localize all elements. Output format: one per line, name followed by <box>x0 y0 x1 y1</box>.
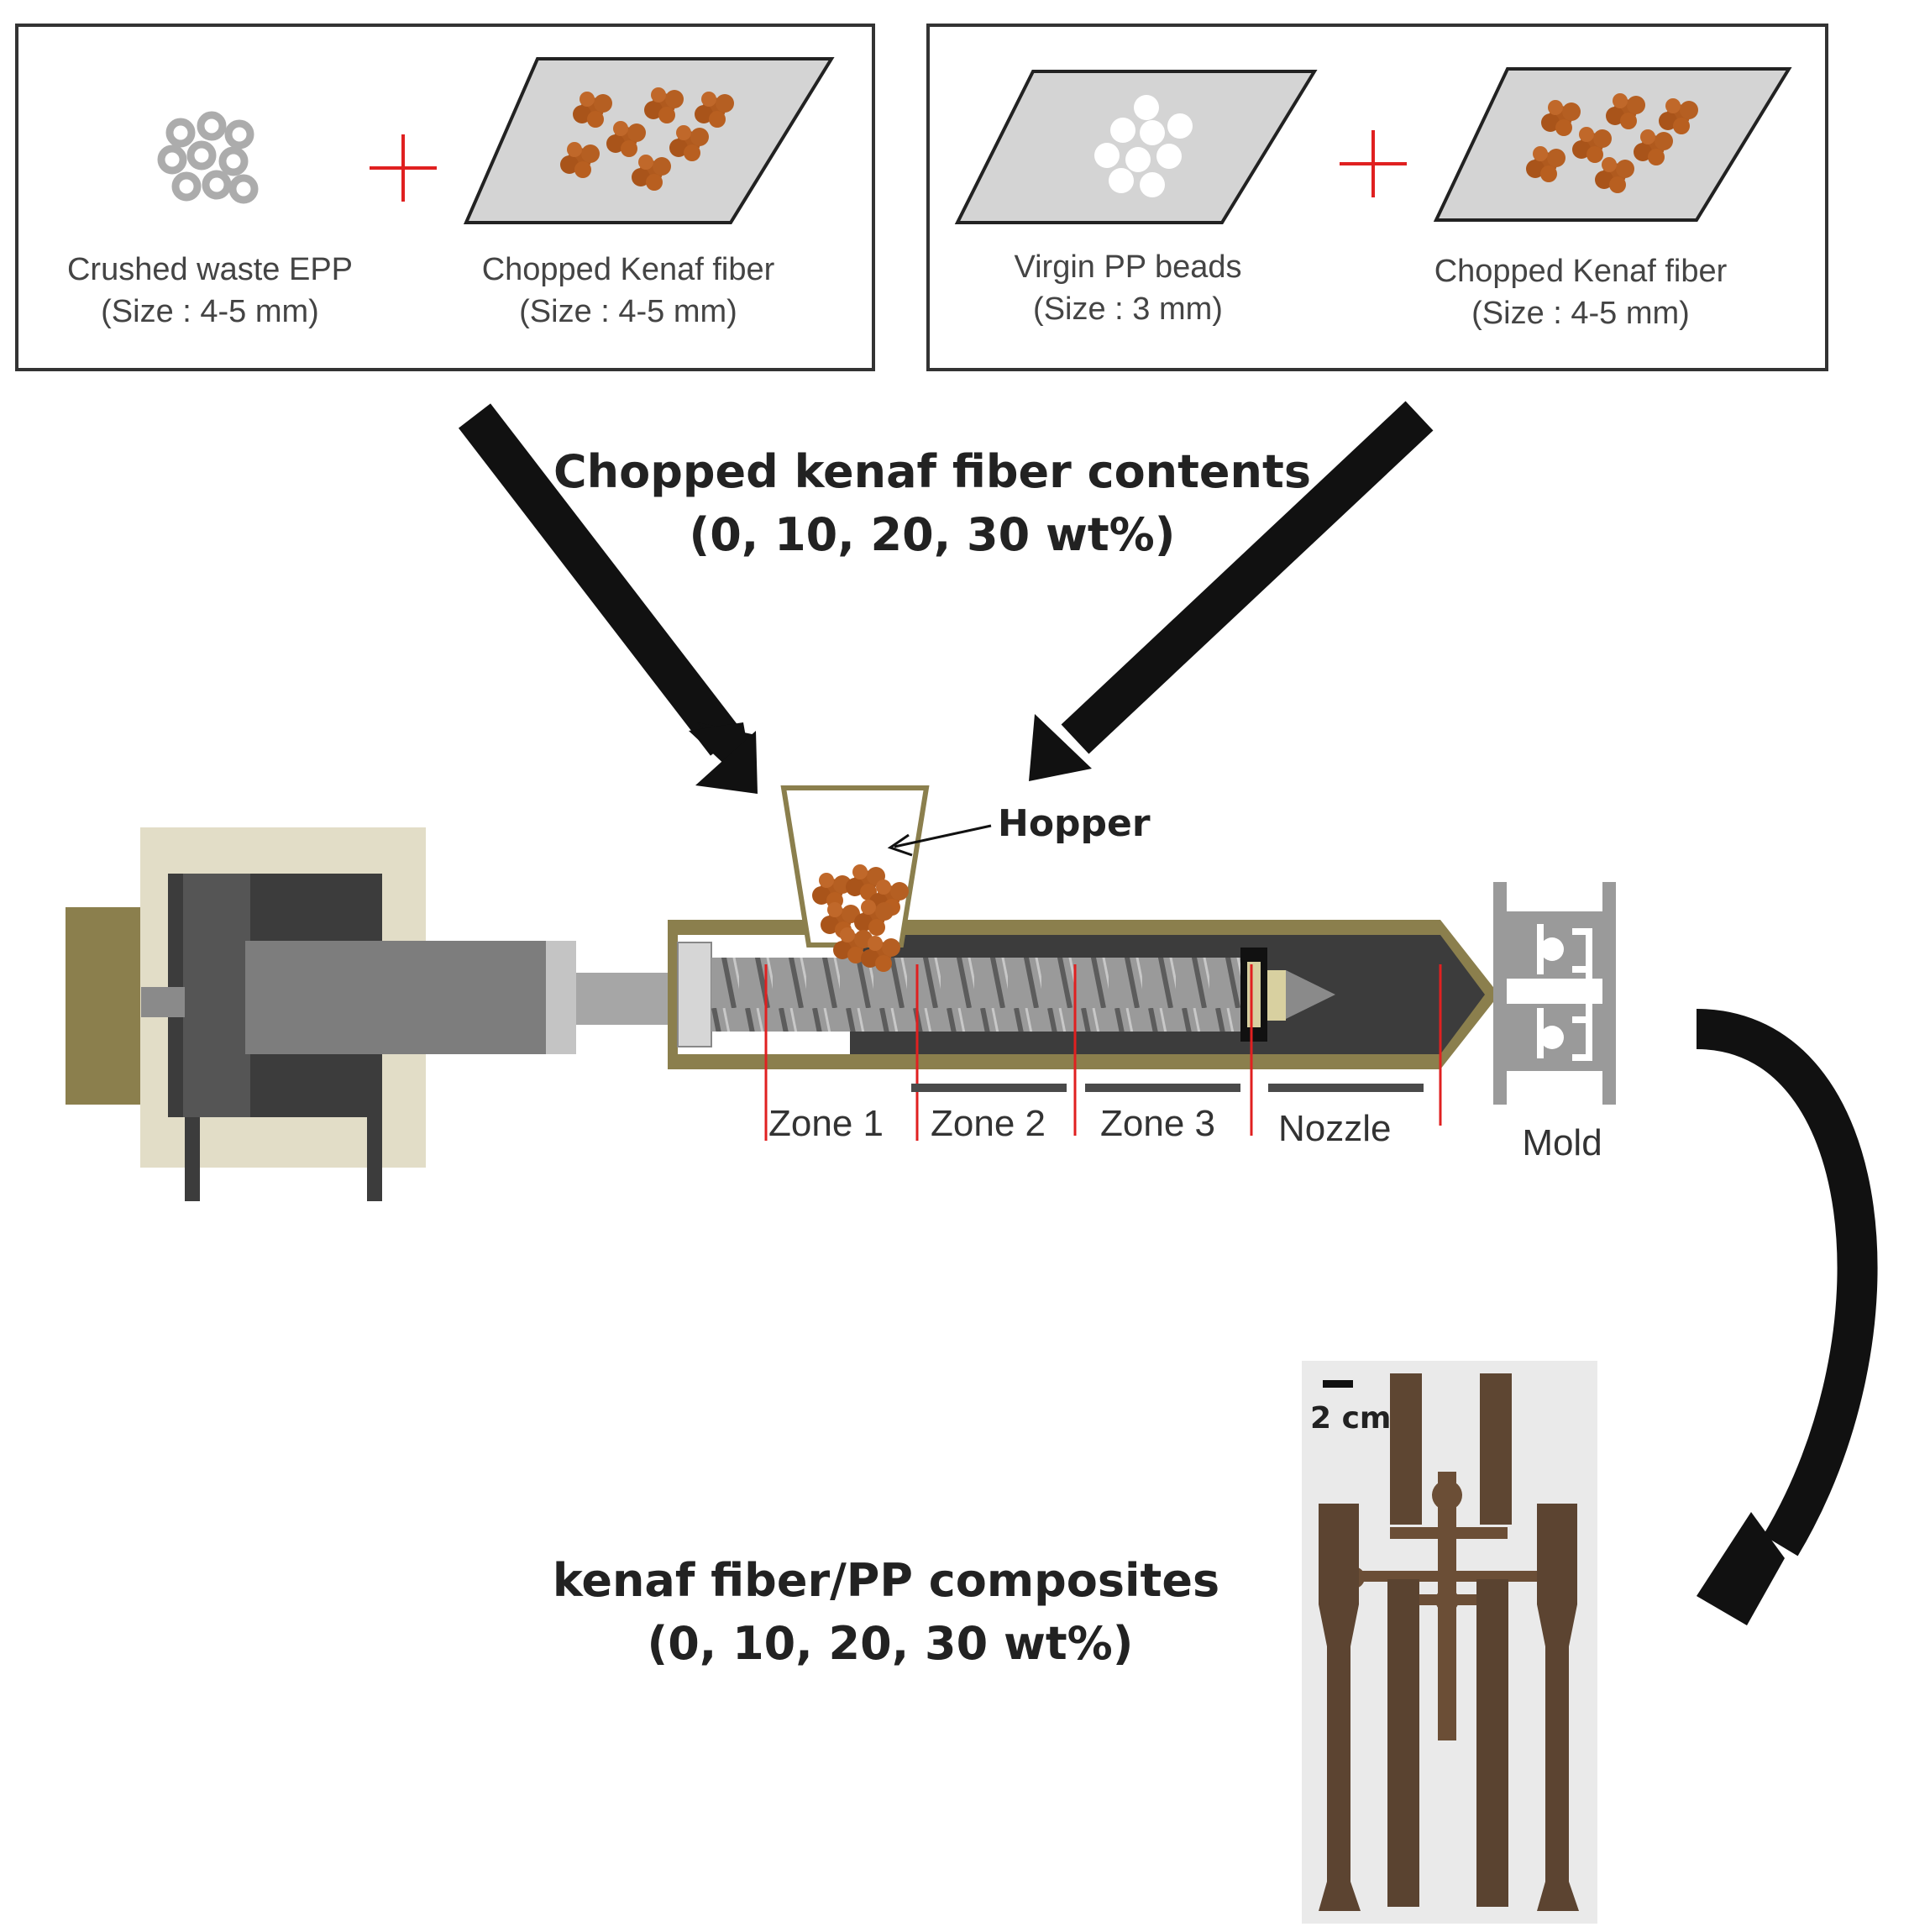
barrel-top-wall <box>668 920 1440 935</box>
fiber-contents-title: Chopped kenaf fiber contents <box>553 445 1311 498</box>
fiber-contents-values: (0, 10, 20, 30 wt%) <box>690 508 1176 561</box>
material-size: (Size : 4-5 mm) <box>519 294 737 329</box>
pp-beads-tray <box>954 70 1318 224</box>
material-size: (Size : 4-5 mm) <box>101 294 319 329</box>
zone-bar <box>911 1084 1067 1092</box>
scale-bar <box>1323 1380 1353 1388</box>
material-label: Virgin PP beads <box>1014 249 1241 285</box>
product-title: kenaf fiber/PP composites <box>553 1554 1219 1607</box>
hopper-label: Hopper <box>998 802 1151 845</box>
scale-bar-label: 2 cm <box>1310 1401 1391 1436</box>
left-input-panel: Crushed waste EPP (Size : 4-5 mm) Choppe… <box>15 24 875 371</box>
zone-bar <box>1085 1084 1240 1092</box>
zone-label: Zone 1 <box>768 1103 884 1144</box>
right-feed-arrow <box>1029 401 1434 781</box>
zone-label: Nozzle <box>1278 1108 1392 1149</box>
zone-bar <box>1268 1084 1424 1092</box>
right-input-panel: Virgin PP beads (Size : 3 mm) Chopped Ke… <box>926 24 1828 371</box>
kenaf-fiber-tray <box>463 57 835 224</box>
mold <box>1493 882 1616 1105</box>
screw <box>711 958 1240 1032</box>
zone-label: Zone 3 <box>1100 1103 1215 1144</box>
hopper-pointer <box>894 824 992 848</box>
material-label: Chopped Kenaf fiber <box>482 252 775 287</box>
machine-leg <box>367 1117 382 1201</box>
ram-cylinder <box>245 941 548 1054</box>
curved-output-arrow <box>1696 1009 1878 1625</box>
ram-rod <box>576 973 685 1025</box>
barrel-bottom-wall <box>668 1054 1440 1069</box>
kenaf-fiber-tray <box>1433 67 1792 222</box>
material-size: (Size : 4-5 mm) <box>1471 296 1690 331</box>
product-contents: (0, 10, 20, 30 wt%) <box>648 1617 1134 1670</box>
injection-machine: Hopper Zone 1 Zone 2 Zone 3 Nozzle <box>66 785 1616 1201</box>
material-label: Chopped Kenaf fiber <box>1434 254 1728 289</box>
mold-label: Mold <box>1522 1122 1602 1163</box>
zone-label: Zone 2 <box>931 1103 1046 1144</box>
plus-icon <box>1340 130 1407 197</box>
composite-specimen-photo: 2 cm <box>1302 1361 1597 1924</box>
plus-icon <box>370 134 437 202</box>
left-feed-arrow <box>458 403 758 794</box>
machine-leg <box>185 1117 200 1201</box>
material-label: Crushed waste EPP <box>67 252 353 287</box>
material-size: (Size : 3 mm) <box>1033 291 1223 327</box>
drive-end-block <box>66 907 143 1105</box>
